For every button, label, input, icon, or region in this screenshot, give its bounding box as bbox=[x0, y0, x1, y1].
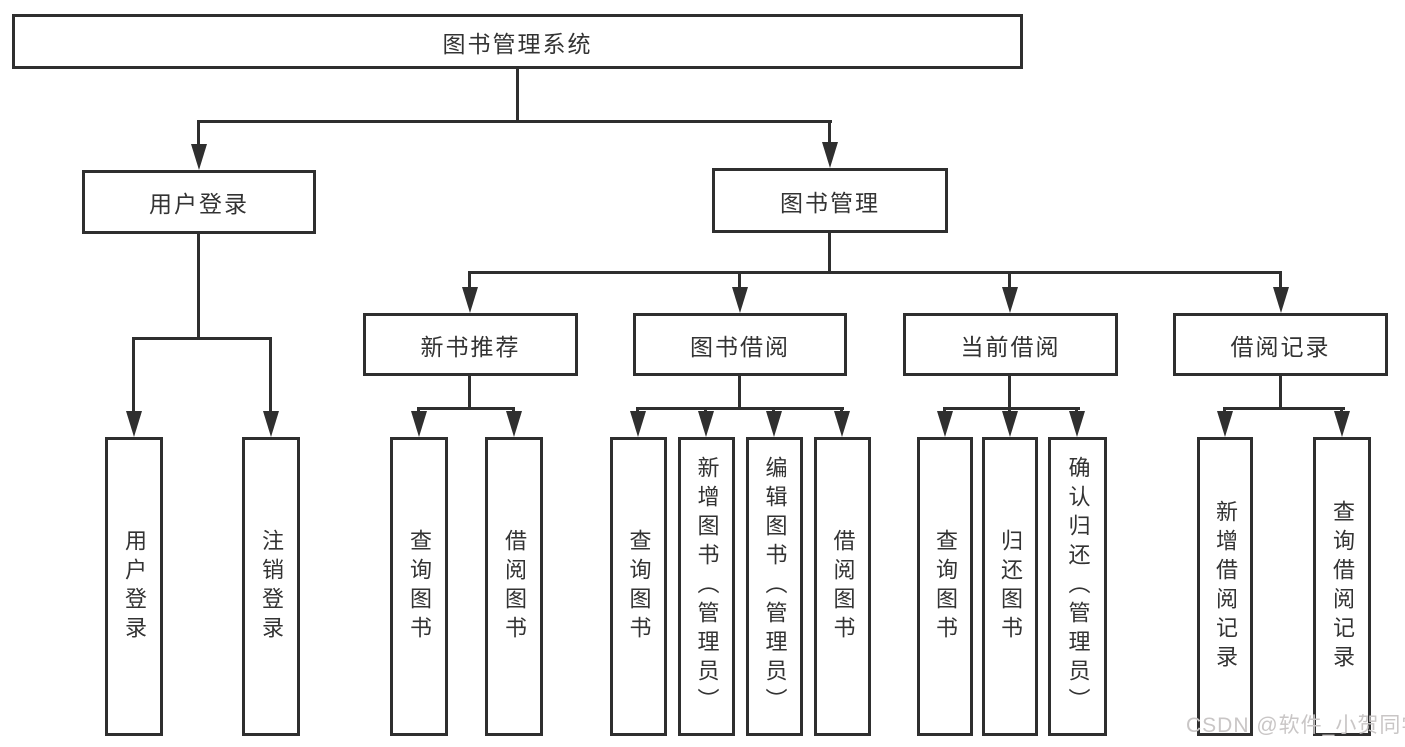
connector-new-books-stem bbox=[468, 376, 471, 409]
leaf-nb-query-books: 查询图书 bbox=[390, 437, 448, 736]
leaf-nb-borrow-books: 借阅图书 bbox=[485, 437, 543, 736]
leaf-bb-query-books: 查询图书 bbox=[610, 437, 667, 736]
leaf-bb-add-books-admin: 新增图书（管理员） bbox=[678, 437, 735, 736]
arrow-down-icon bbox=[1273, 287, 1289, 313]
node-book-mgmt: 图书管理 bbox=[712, 168, 948, 233]
leaf-br-add-record: 新增借阅记录 bbox=[1197, 437, 1253, 736]
leaf-logout: 注销登录 bbox=[242, 437, 300, 736]
node-current-borrow: 当前借阅 bbox=[903, 313, 1118, 376]
arrow-down-icon bbox=[766, 411, 782, 437]
leaf-br-query-record: 查询借阅记录 bbox=[1313, 437, 1371, 736]
connector-book-mgmt-stem bbox=[828, 233, 831, 273]
arrow-down-icon bbox=[698, 411, 714, 437]
connector-book-mgmt-drop bbox=[828, 120, 831, 145]
arrow-down-icon bbox=[834, 411, 850, 437]
leaf-bb-edit-books-admin: 编辑图书（管理员） bbox=[746, 437, 803, 736]
arrow-down-icon bbox=[1334, 411, 1350, 437]
arrow-down-icon bbox=[1069, 411, 1085, 437]
node-borrow-records: 借阅记录 bbox=[1173, 313, 1388, 376]
connector-book-mgmt-horizontal bbox=[468, 271, 1282, 274]
leaf-cb-confirm-return-admin: 确认归还（管理员） bbox=[1048, 437, 1107, 736]
arrow-down-icon bbox=[630, 411, 646, 437]
leaf-cb-query-books: 查询图书 bbox=[917, 437, 973, 736]
node-root: 图书管理系统 bbox=[12, 14, 1023, 69]
connector-user-login-stem bbox=[197, 234, 200, 337]
connector-user-login-horizontal bbox=[132, 337, 272, 340]
connector-root-horizontal bbox=[198, 120, 832, 123]
connector-new-books-drop bbox=[468, 273, 471, 289]
node-book-borrow: 图书借阅 bbox=[633, 313, 847, 376]
arrow-down-icon bbox=[191, 144, 207, 170]
connector-leaf-user-login-drop bbox=[132, 337, 135, 411]
leaf-cb-return-books: 归还图书 bbox=[982, 437, 1038, 736]
node-new-books: 新书推荐 bbox=[363, 313, 578, 376]
arrow-down-icon bbox=[1002, 411, 1018, 437]
arrow-down-icon bbox=[462, 287, 478, 313]
connector-current-borrow-horizontal bbox=[943, 407, 1080, 410]
arrow-down-icon bbox=[411, 411, 427, 437]
arrow-down-icon bbox=[732, 287, 748, 313]
connector-borrow-records-horizontal bbox=[1223, 407, 1345, 410]
arrow-down-icon bbox=[822, 142, 838, 168]
arrow-down-icon bbox=[1002, 287, 1018, 313]
connector-borrow-records-stem bbox=[1279, 376, 1282, 409]
connector-book-borrow-drop bbox=[738, 273, 741, 289]
csdn-watermark: CSDN @软件_小贺同学 bbox=[1186, 714, 1405, 737]
connector-current-borrow-drop bbox=[1008, 273, 1011, 289]
leaf-bb-borrow-books: 借阅图书 bbox=[814, 437, 871, 736]
connector-root-stem bbox=[516, 69, 519, 120]
arrow-down-icon bbox=[263, 411, 279, 437]
arrow-down-icon bbox=[506, 411, 522, 437]
connector-book-borrow-stem bbox=[738, 376, 741, 409]
connector-book-borrow-horizontal bbox=[636, 407, 844, 410]
arrow-down-icon bbox=[1217, 411, 1233, 437]
connector-current-borrow-stem bbox=[1008, 376, 1011, 409]
arrow-down-icon bbox=[937, 411, 953, 437]
connector-borrow-records-drop bbox=[1279, 273, 1282, 289]
arrow-down-icon bbox=[126, 411, 142, 437]
connector-user-login-drop bbox=[197, 120, 200, 146]
connector-leaf-logout-drop bbox=[269, 337, 272, 411]
node-user-login: 用户登录 bbox=[82, 170, 316, 234]
leaf-user-login: 用户登录 bbox=[105, 437, 163, 736]
connector-new-books-horizontal bbox=[417, 407, 515, 410]
